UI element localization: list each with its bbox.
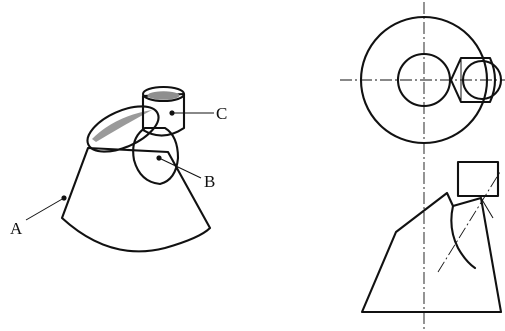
pipe-projection-outline (449, 56, 497, 104)
outer-circle (359, 15, 489, 145)
pipe-front-rect (456, 160, 500, 198)
pipe-c-top (141, 85, 186, 103)
front-view-outline (360, 191, 503, 314)
cone-body (60, 146, 212, 253)
label-c: C (216, 104, 227, 123)
leader-b (158, 157, 202, 179)
leader-c-dot (169, 110, 175, 116)
leader-a-dot (61, 195, 67, 201)
intersection-curve (450, 204, 477, 270)
front-view (360, 160, 503, 330)
pipe-c (141, 92, 186, 137)
opening-inner-shadow (92, 110, 152, 142)
pipe-c-top-inner (147, 91, 180, 100)
perspective-view: A B C (10, 85, 227, 253)
top-opening (86, 105, 160, 153)
pipe-side-line (480, 197, 494, 219)
label-b: B (204, 172, 215, 191)
leader-b-dot (156, 155, 162, 161)
intersection-surface (132, 126, 180, 186)
pipe-projection-circle (461, 59, 503, 101)
leader-a (25, 197, 65, 221)
label-a: A (10, 219, 23, 238)
top-view (340, 2, 505, 170)
